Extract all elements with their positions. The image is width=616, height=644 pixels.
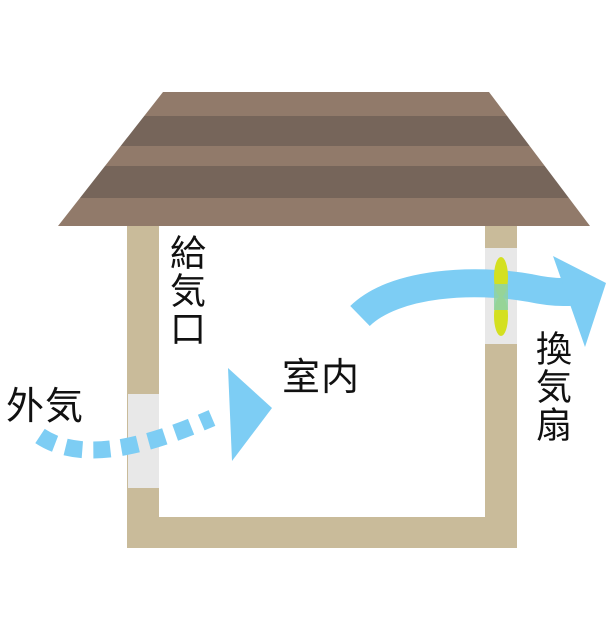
roof-band [58,92,590,116]
roof-band [58,166,590,198]
indoor-label: 室内 [282,355,361,399]
inflow-arrow-icon [35,368,272,461]
supply-vent-label: 給気口 [164,234,205,348]
roof [58,92,590,226]
roof-band [58,146,590,166]
floor [127,517,517,548]
exhaust-fan-icon [494,257,508,336]
outdoor-air-label: 外気 [6,384,85,428]
roof-band [58,116,590,146]
left-wall [127,226,159,548]
roof-band [58,198,590,226]
exhaust-fan-label: 換気扇 [530,330,571,444]
